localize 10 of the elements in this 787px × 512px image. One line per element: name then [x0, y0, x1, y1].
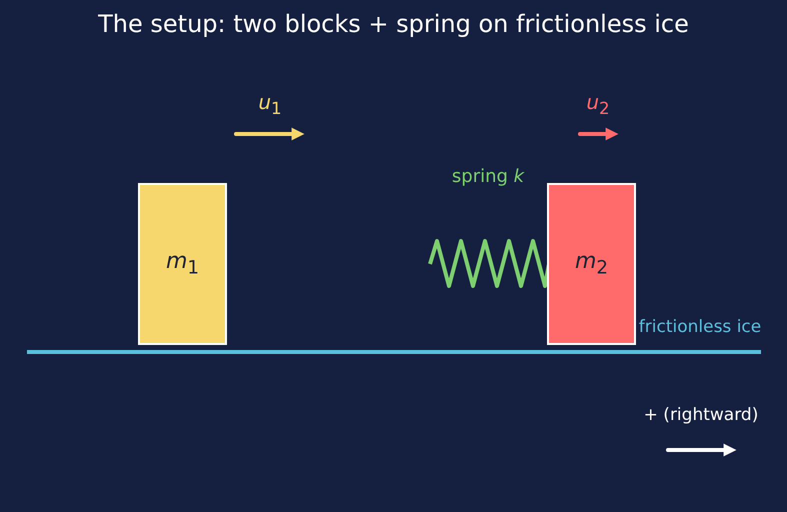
- block: [547, 183, 636, 345]
- mass-label: m$_{1}$: [166, 249, 200, 279]
- direction-label: + (rightward): [644, 405, 758, 425]
- velocity-label: u$_{2}$: [586, 90, 610, 118]
- spring-label: spring k: [452, 166, 524, 187]
- surface-label: frictionless ice: [638, 317, 762, 337]
- mass-label: m$_{2}$: [574, 249, 608, 279]
- title: The setup: two blocks + spring on frictionless ice: [97, 10, 690, 38]
- velocity-label: u$_{1}$: [258, 90, 282, 118]
- block: [138, 183, 227, 345]
